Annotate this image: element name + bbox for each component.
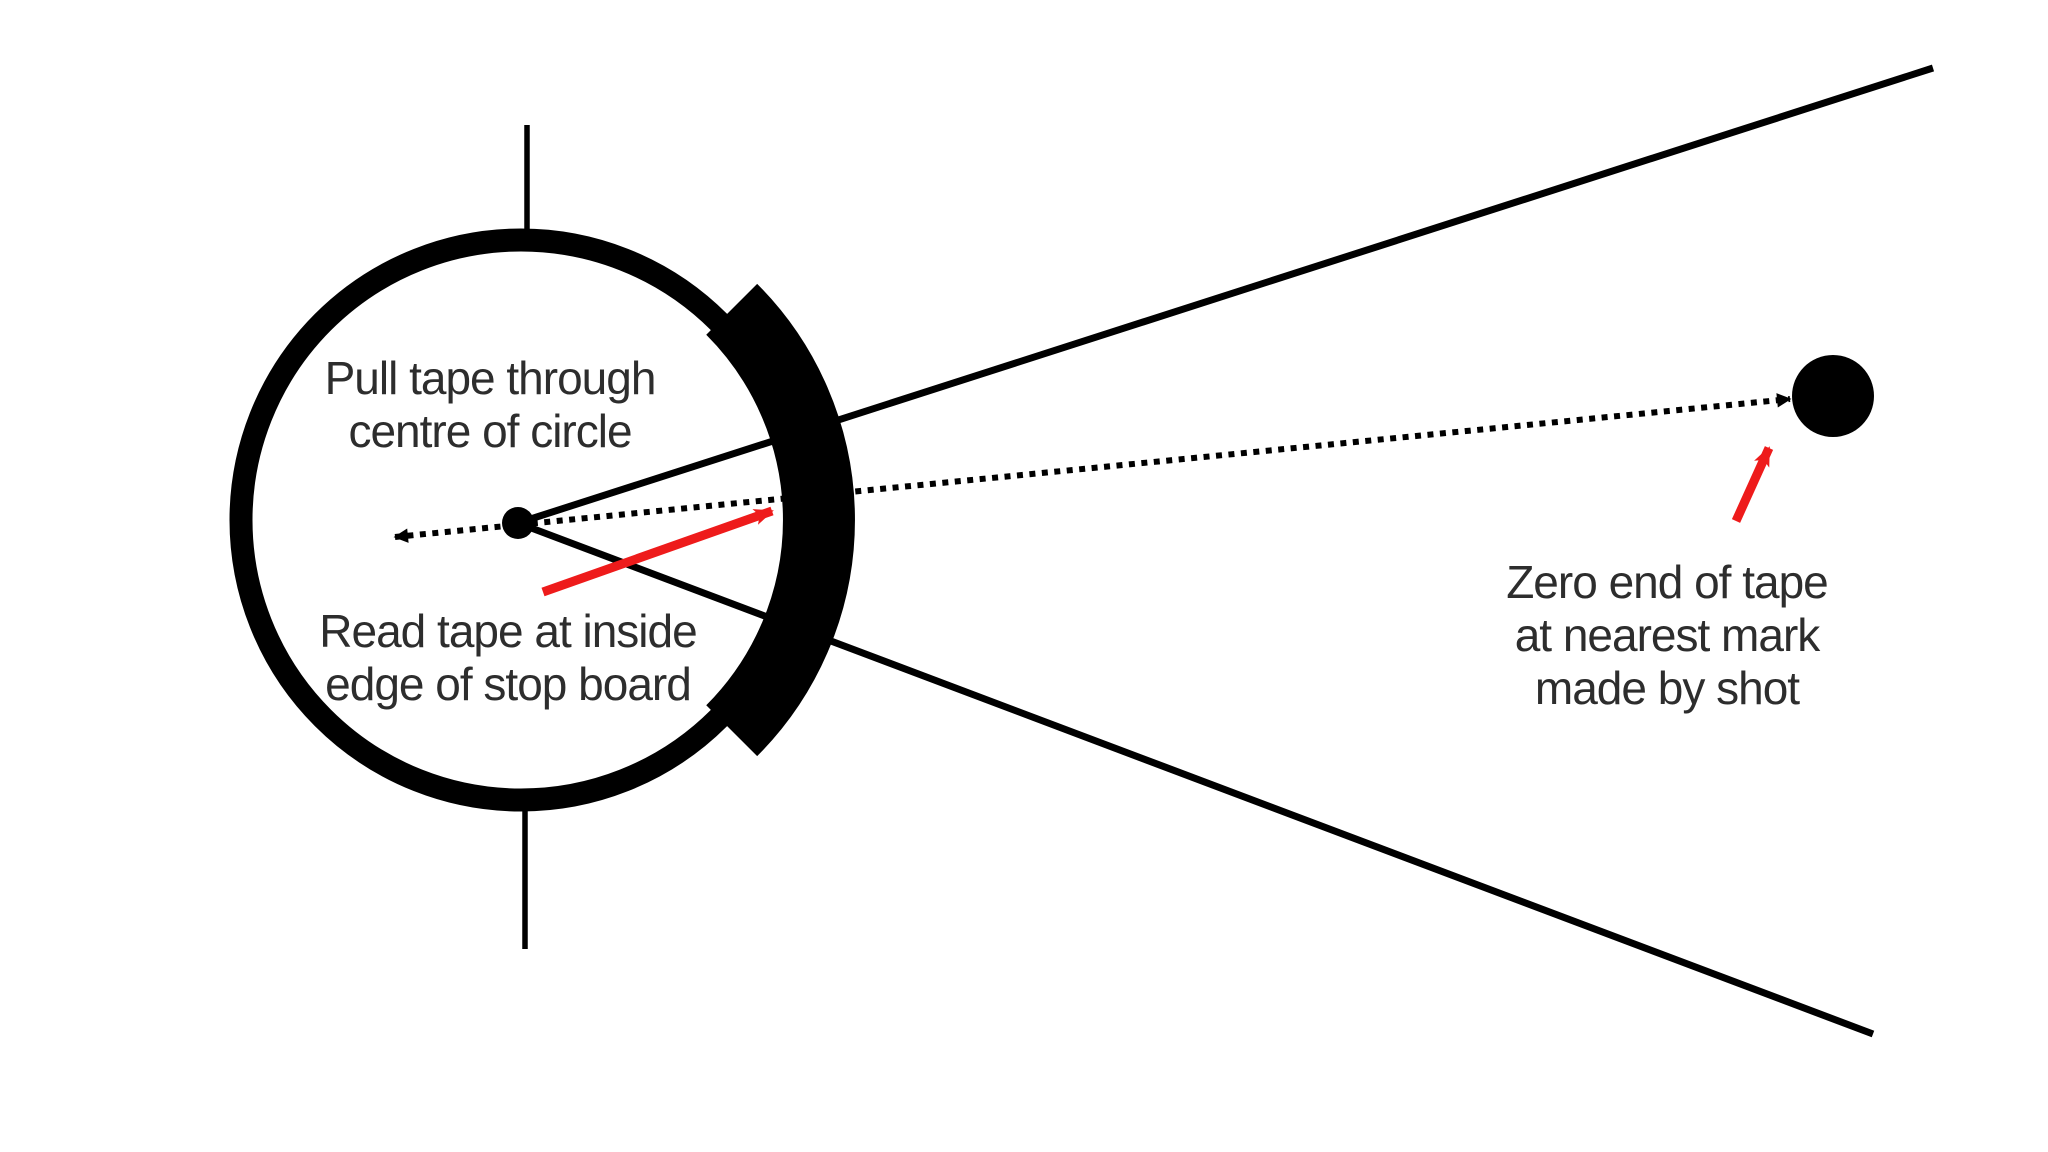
stop-board-arc [705, 283, 855, 757]
red-arrow-stop-board [541, 506, 774, 597]
sector-line-lower [516, 519, 1875, 1038]
shot-mark [1792, 355, 1874, 437]
circle-centre-dot [502, 507, 534, 539]
tape-measure-line [393, 393, 1792, 543]
red-arrow-shot [1731, 446, 1774, 523]
sector-line-upper [516, 64, 1935, 527]
